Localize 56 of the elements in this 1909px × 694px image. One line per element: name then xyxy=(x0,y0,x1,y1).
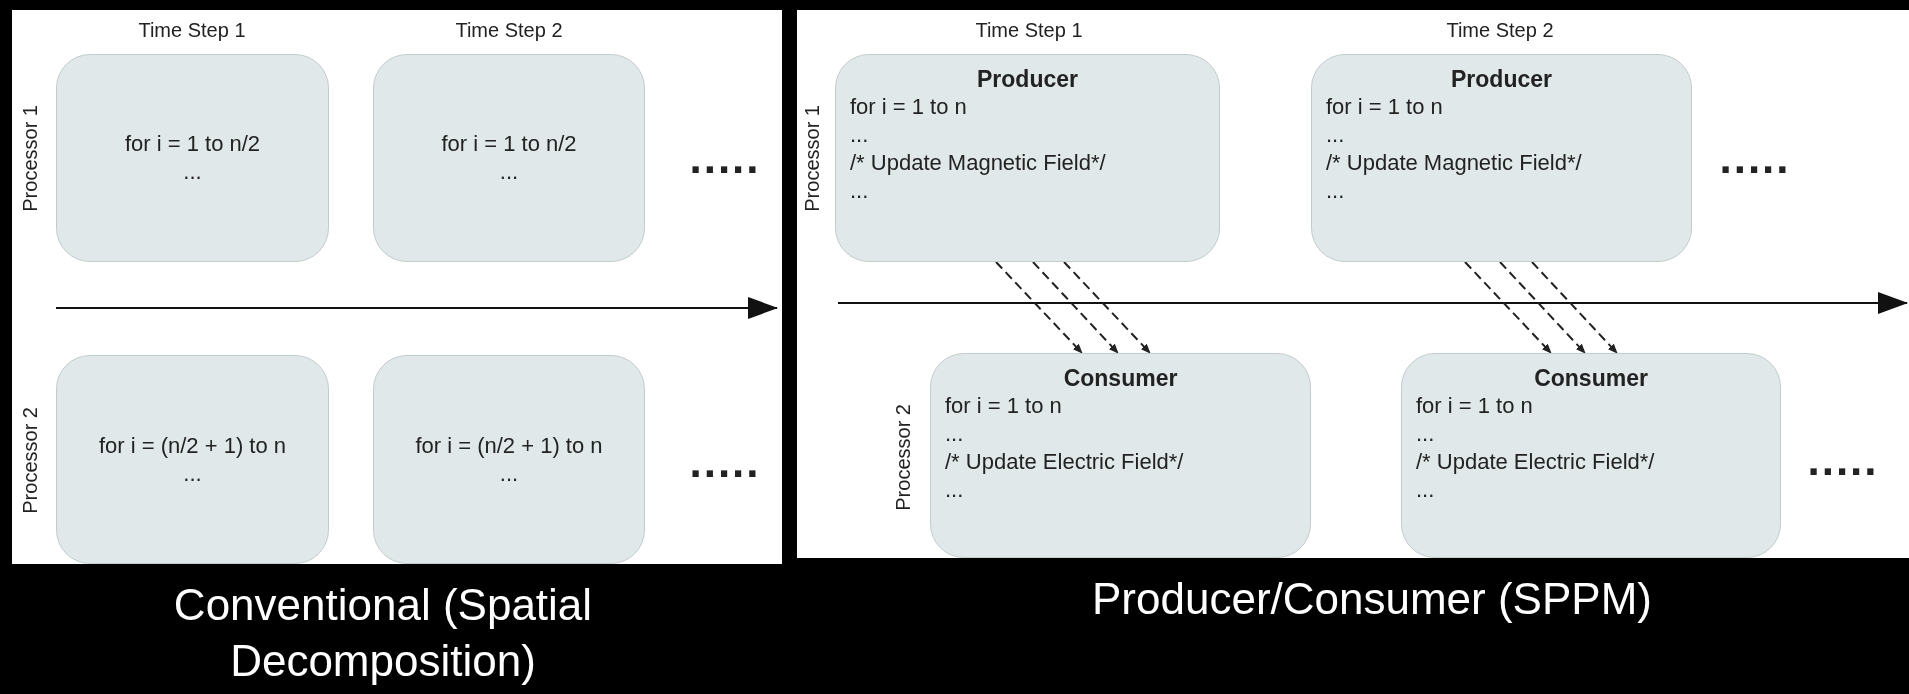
code-line: for i = 1 to n xyxy=(1416,392,1533,420)
code-line: ... xyxy=(1416,476,1435,504)
box-heading: Consumer xyxy=(1534,364,1648,392)
dashed-arrow xyxy=(995,261,1083,354)
box-heading: Producer xyxy=(977,65,1078,93)
code-line: for i = (n/2 + 1) to n xyxy=(98,431,287,460)
code-line: for i = 1 to n xyxy=(850,93,967,121)
code-line: ... xyxy=(499,459,519,488)
code-line: /* Update Magnetic Field*/ xyxy=(1326,149,1582,177)
code-line: /* Update Electric Field*/ xyxy=(945,448,1184,476)
code-line: ... xyxy=(945,420,964,448)
dashed-arrow xyxy=(1032,261,1119,354)
code-line: /* Update Magnetic Field*/ xyxy=(850,149,1106,177)
code-line: ... xyxy=(850,121,869,149)
row-heading: Processor 2 xyxy=(891,403,915,511)
code-line: for i = 1 to n xyxy=(945,392,1062,420)
code-line: ... xyxy=(499,158,519,186)
row-heading: Processor 1 xyxy=(18,104,42,212)
column-heading: Time Step 1 xyxy=(138,18,246,42)
dashed-arrow xyxy=(1063,261,1151,354)
column-heading: Time Step 2 xyxy=(1446,18,1554,42)
column-heading: Time Step 1 xyxy=(975,18,1083,42)
row-heading: Processor 1 xyxy=(800,104,824,212)
panel-caption: Producer/Consumer (SPPM) xyxy=(1091,573,1653,625)
code-box xyxy=(373,355,645,564)
code-line: ... xyxy=(1326,177,1345,205)
panel-caption: Conventional (Spatial Decomposition) xyxy=(172,579,594,687)
code-line: for i = 1 to n xyxy=(1326,93,1443,121)
code-box xyxy=(930,353,1311,558)
code-line: ... xyxy=(945,476,964,504)
code-box xyxy=(835,54,1220,262)
box-heading: Producer xyxy=(1451,65,1552,93)
code-box xyxy=(56,355,329,564)
box-heading: Consumer xyxy=(1063,364,1178,392)
continuation-dots: ..... xyxy=(689,447,761,477)
column-heading: Time Step 2 xyxy=(455,18,563,42)
code-line: ... xyxy=(850,177,869,205)
continuation-dots: ..... xyxy=(1719,143,1791,173)
continuation-dots: ..... xyxy=(1807,445,1879,475)
code-line: for i = 1 to n/2 xyxy=(441,130,577,158)
code-line: ... xyxy=(1326,121,1345,149)
code-box xyxy=(1311,54,1692,262)
dashed-arrow xyxy=(1531,261,1618,354)
code-box xyxy=(1401,353,1781,558)
row-heading: Processor 2 xyxy=(18,406,42,514)
code-line: /* Update Electric Field*/ xyxy=(1416,448,1655,476)
code-line: ... xyxy=(1416,420,1435,448)
dashed-arrow xyxy=(1464,261,1552,354)
dashed-arrow xyxy=(1499,261,1586,354)
code-line: ... xyxy=(183,459,202,488)
code-line: for i = 1 to n/2 xyxy=(124,130,261,158)
code-box xyxy=(373,54,645,262)
code-line: ... xyxy=(183,158,202,186)
code-line: for i = (n/2 + 1) to n xyxy=(415,431,603,460)
continuation-dots: ..... xyxy=(689,143,761,173)
code-box xyxy=(56,54,329,262)
